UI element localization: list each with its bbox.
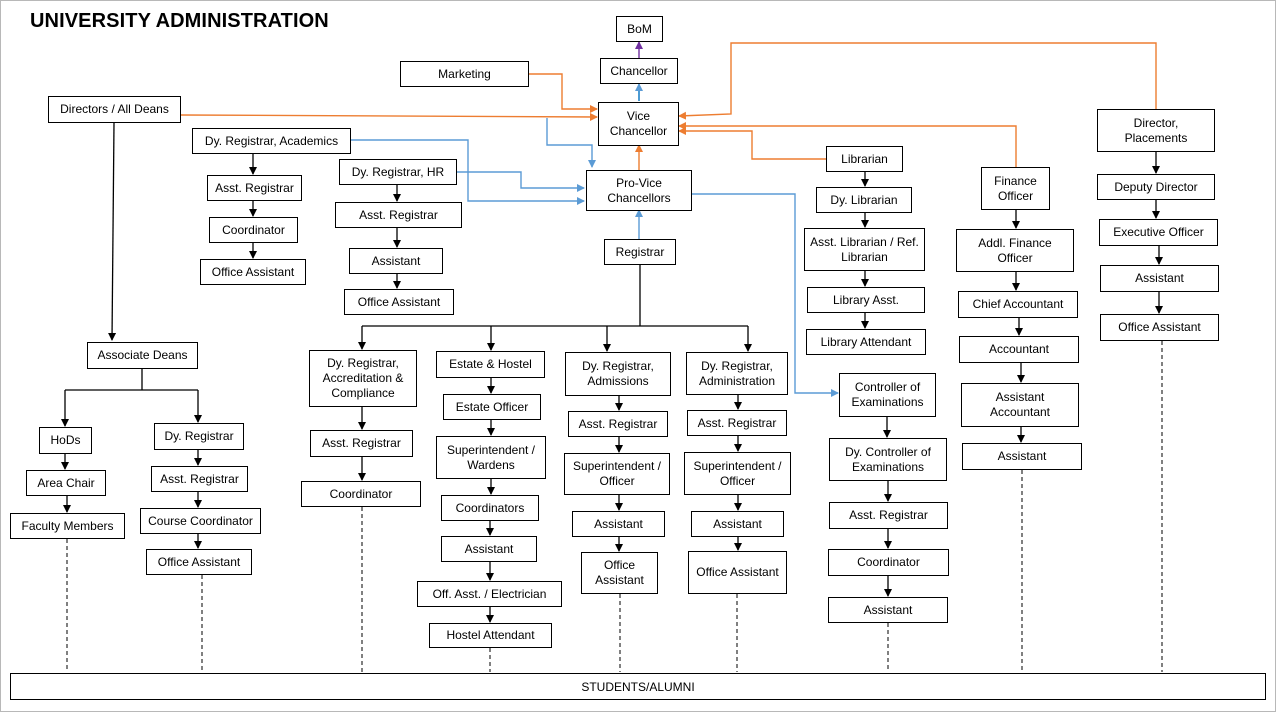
arrow-line-to-vc-bottom: [546, 118, 596, 168]
node-oa-admissions: Office Assistant: [581, 552, 658, 594]
node-accountant: Accountant: [959, 336, 1079, 363]
arrow-hr-pvc: [457, 171, 585, 192]
node-course-coordinator: Course Coordinator: [140, 508, 261, 534]
node-asst-librarian: Asst. Librarian / Ref. Librarian: [804, 228, 925, 271]
node-coordinator-examinations: Coordinator: [828, 549, 949, 576]
node-director-placements: Director, Placements: [1097, 109, 1215, 152]
arrow-librarian-vc: [678, 127, 826, 160]
node-ar-hr: Asst. Registrar: [335, 202, 462, 228]
node-assistant-finance: Assistant: [962, 443, 1082, 470]
node-marketing: Marketing: [400, 61, 529, 87]
node-dy-librarian: Dy. Librarian: [816, 187, 912, 213]
node-coordinator-accreditation: Coordinator: [301, 481, 421, 507]
arrow-directors-assoc: [108, 122, 117, 341]
node-assistant-accountant: Assistant Accountant: [961, 383, 1079, 427]
arrow-placements-vc: [678, 42, 1157, 120]
node-chief-accountant: Chief Accountant: [958, 291, 1078, 318]
node-dy-controller-examinations: Dy. Controller of Examinations: [829, 438, 947, 481]
node-oa-hr: Office Assistant: [344, 289, 454, 315]
node-addl-finance: Addl. Finance Officer: [956, 229, 1074, 272]
node-ar-admissions: Asst. Registrar: [568, 411, 668, 437]
node-ar-administration: Asst. Registrar: [687, 410, 787, 436]
node-oa-academics: Office Assistant: [200, 259, 306, 285]
arrow-directors-vc: [180, 112, 598, 121]
node-bom: BoM: [616, 16, 663, 42]
node-dr-accreditation: Dy. Registrar, Accreditation & Complianc…: [309, 350, 417, 407]
node-coordinator-academics: Coordinator: [209, 217, 298, 243]
node-oa-placements: Office Assistant: [1100, 314, 1219, 341]
node-assistant-hr: Assistant: [349, 248, 443, 274]
node-area-chair: Area Chair: [26, 470, 106, 496]
node-oa-associate-deans: Office Assistant: [146, 549, 252, 575]
arrow-dracad-vc: [351, 118, 597, 142]
node-library-attendant: Library Attendant: [806, 329, 926, 355]
node-estate-hostel: Estate & Hostel: [436, 351, 545, 378]
node-superintendent-administration: Superintendent / Officer: [684, 452, 791, 495]
node-students-alumni: STUDENTS/ALUMNI: [10, 673, 1266, 700]
node-dr-associate-deans: Dy. Registrar: [154, 423, 244, 450]
node-assistant-estate: Assistant: [441, 536, 537, 562]
node-vice-chancellor: Vice Chancellor: [598, 102, 679, 146]
diagram-title: UNIVERSITY ADMINISTRATION: [30, 10, 329, 32]
node-dr-admissions: Dy. Registrar, Admissions: [565, 352, 671, 396]
node-deputy-director: Deputy Director: [1097, 174, 1215, 200]
node-finance-officer: Finance Officer: [981, 167, 1050, 210]
node-associate-deans: Associate Deans: [87, 342, 198, 369]
node-dr-hr: Dy. Registrar, HR: [339, 159, 457, 185]
node-faculty-members: Faculty Members: [10, 513, 125, 539]
node-ar-examinations: Asst. Registrar: [829, 502, 948, 529]
node-coordinators-estate: Coordinators: [441, 495, 539, 521]
node-estate-officer: Estate Officer: [443, 394, 541, 420]
arrow-pvc-coe: [692, 193, 839, 397]
node-assistant-placements: Assistant: [1100, 265, 1219, 292]
node-librarian: Librarian: [826, 146, 903, 172]
arrow-acad-pvc-top: [351, 139, 585, 205]
node-oa-administration: Office Assistant: [688, 551, 787, 594]
node-directors-deans: Directors / All Deans: [48, 96, 181, 123]
node-superintendent-admissions: Superintendent / Officer: [564, 453, 670, 495]
node-pro-vice-chancellors: Pro-Vice Chancellors: [586, 170, 692, 211]
node-ar-associate-deans: Asst. Registrar: [151, 466, 248, 492]
node-assistant-examinations: Assistant: [828, 597, 948, 623]
line-assoc-split: [65, 369, 198, 391]
node-ar-accreditation: Asst. Registrar: [310, 430, 413, 457]
node-chancellor: Chancellor: [600, 58, 678, 84]
arrow-finance-vc: [678, 122, 1017, 167]
node-assistant-administration: Assistant: [691, 511, 784, 537]
node-dr-academics: Dy. Registrar, Academics: [192, 128, 351, 154]
node-library-asst: Library Asst.: [807, 287, 925, 313]
node-assistant-admissions: Assistant: [572, 511, 665, 537]
node-hostel-attendant: Hostel Attendant: [429, 623, 552, 648]
node-superintendent-wardens: Superintendent / Wardens: [436, 436, 546, 479]
node-registrar: Registrar: [604, 239, 676, 265]
node-controller-examinations: Controller of Examinations: [839, 373, 936, 417]
node-off-asst-electrician: Off. Asst. / Electrician: [417, 581, 562, 607]
node-ar-academics: Asst. Registrar: [207, 175, 302, 201]
line-registrar-bus: [362, 265, 748, 327]
arrow-marketing-vc: [529, 73, 598, 113]
node-dr-administration: Dy. Registrar, Administration: [686, 352, 788, 395]
node-hods: HoDs: [39, 427, 92, 454]
node-executive-officer: Executive Officer: [1099, 219, 1218, 246]
